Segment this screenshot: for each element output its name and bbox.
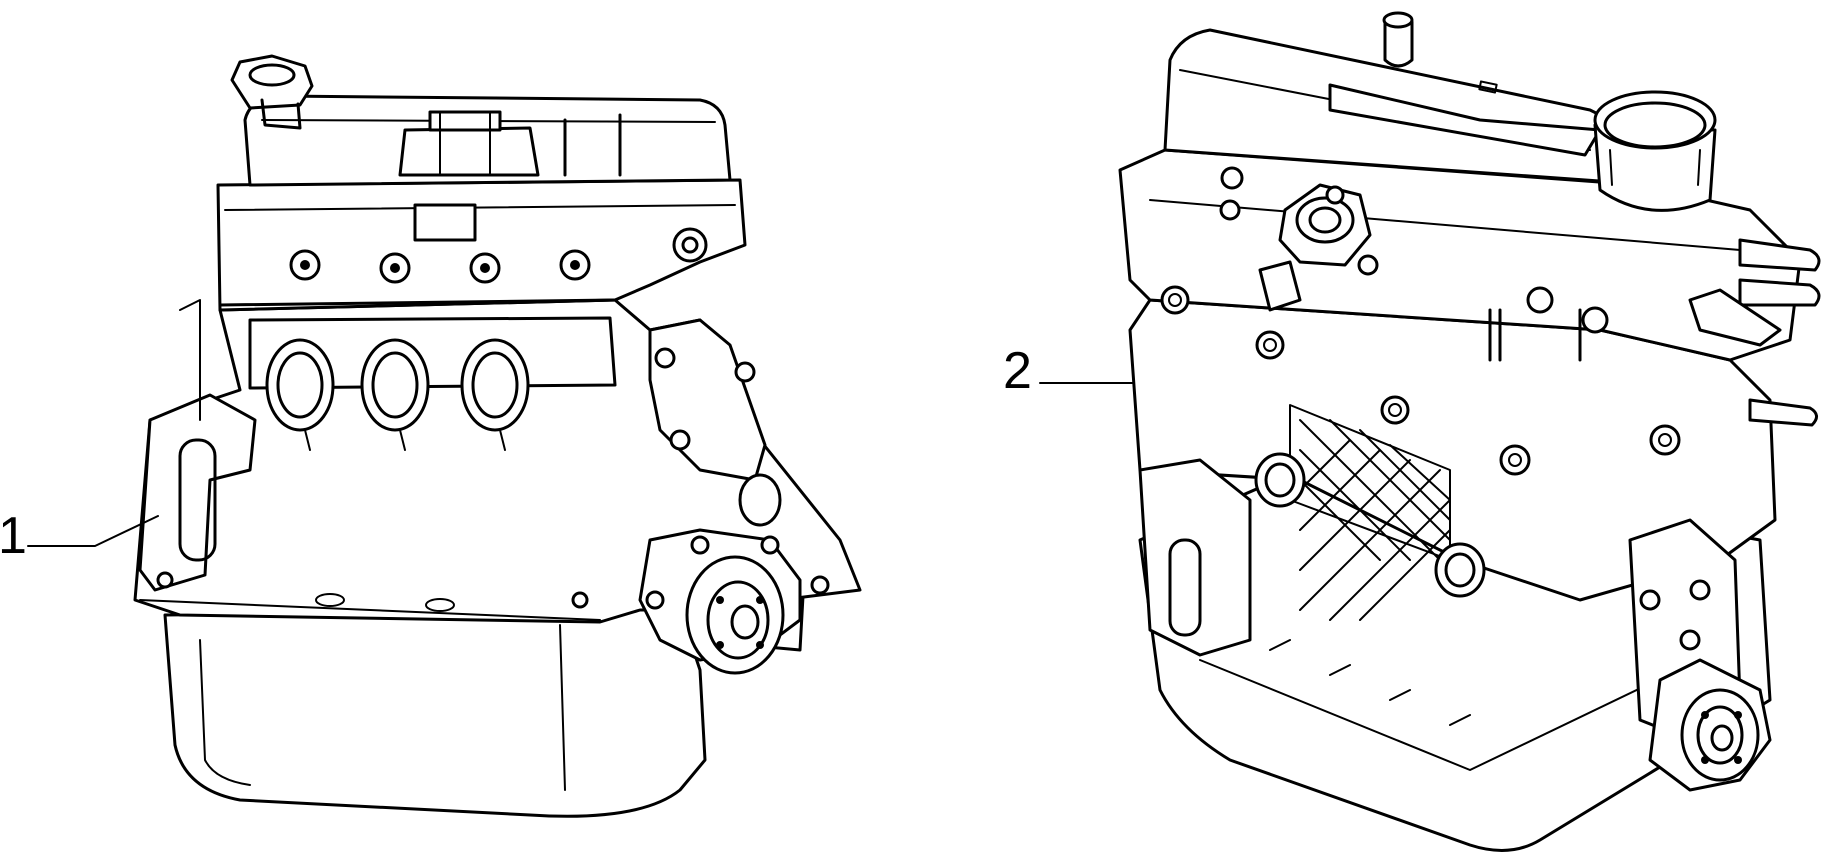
manifold-ports <box>265 338 530 451</box>
leader-line-1 <box>27 515 159 547</box>
cylinder-head <box>216 178 747 312</box>
oil-filler-cap <box>1593 90 1717 212</box>
crankshaft-pulley <box>638 528 830 675</box>
engine-assembly-1[interactable] <box>133 54 862 818</box>
callout-2: 2 <box>1003 342 1134 400</box>
engine-assembly-2[interactable] <box>1118 11 1821 852</box>
engine-mount-bracket <box>1138 458 1252 657</box>
breather-pipe <box>1383 20 1414 68</box>
fuel-pump <box>1220 166 1379 312</box>
head-bolts <box>1160 199 1681 476</box>
engine-mount-bracket <box>138 393 257 592</box>
head-bolts <box>289 227 708 284</box>
callout-1: 1 <box>0 507 159 565</box>
crankshaft-pulley <box>1628 518 1772 792</box>
callout-label-1: 1 <box>0 507 27 565</box>
callout-label-2: 2 <box>1003 342 1032 400</box>
oil-pan <box>163 558 807 818</box>
